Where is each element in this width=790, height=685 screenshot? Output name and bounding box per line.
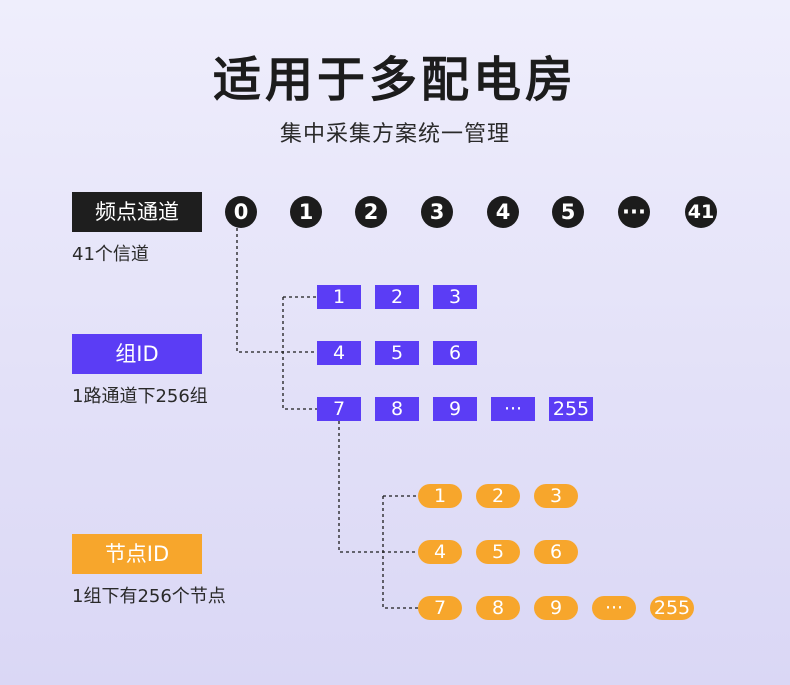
node-item-ellipsis: ··· xyxy=(592,596,636,620)
node-item: 4 xyxy=(418,540,462,564)
page-title: 适用于多配电房 xyxy=(212,52,577,108)
node-label: 节点ID xyxy=(72,534,202,574)
channel-circle: 2 xyxy=(355,196,387,228)
group-item: 9 xyxy=(433,397,477,421)
node-item: 9 xyxy=(534,596,578,620)
node-item: 255 xyxy=(650,596,694,620)
group-item: 6 xyxy=(433,341,477,365)
channel-circle: 4 xyxy=(487,196,519,228)
node-desc: 1组下有256个节点 xyxy=(72,586,226,607)
group-label: 组ID xyxy=(72,334,202,374)
channel-circle: 3 xyxy=(421,196,453,228)
group-item: 2 xyxy=(375,285,419,309)
node-item: 7 xyxy=(418,596,462,620)
channel-circle: 5 xyxy=(552,196,584,228)
node-item: 2 xyxy=(476,484,520,508)
channel-label: 频点通道 xyxy=(72,192,202,232)
connector-node-bracket xyxy=(382,496,418,609)
node-item: 3 xyxy=(534,484,578,508)
node-item: 1 xyxy=(418,484,462,508)
channel-circle-ellipsis: ··· xyxy=(618,196,650,228)
channel-circle: 0 xyxy=(225,196,257,228)
connector-group-bracket xyxy=(282,297,317,410)
group-item: 7 xyxy=(317,397,361,421)
group-item: 8 xyxy=(375,397,419,421)
connector-channel-to-group xyxy=(236,228,317,353)
channel-circle: 41 xyxy=(685,196,717,228)
node-item: 8 xyxy=(476,596,520,620)
group-item: 4 xyxy=(317,341,361,365)
group-item: 3 xyxy=(433,285,477,309)
group-item: 5 xyxy=(375,341,419,365)
group-item-ellipsis: ··· xyxy=(491,397,535,421)
channel-desc: 41个信道 xyxy=(72,244,149,265)
channel-circle: 1 xyxy=(290,196,322,228)
group-item: 255 xyxy=(549,397,593,421)
group-item: 1 xyxy=(317,285,361,309)
node-item: 5 xyxy=(476,540,520,564)
page-subtitle: 集中采集方案统一管理 xyxy=(279,122,510,147)
node-item: 6 xyxy=(534,540,578,564)
group-desc: 1路通道下256组 xyxy=(72,386,208,407)
connector-group-to-node xyxy=(338,421,418,553)
